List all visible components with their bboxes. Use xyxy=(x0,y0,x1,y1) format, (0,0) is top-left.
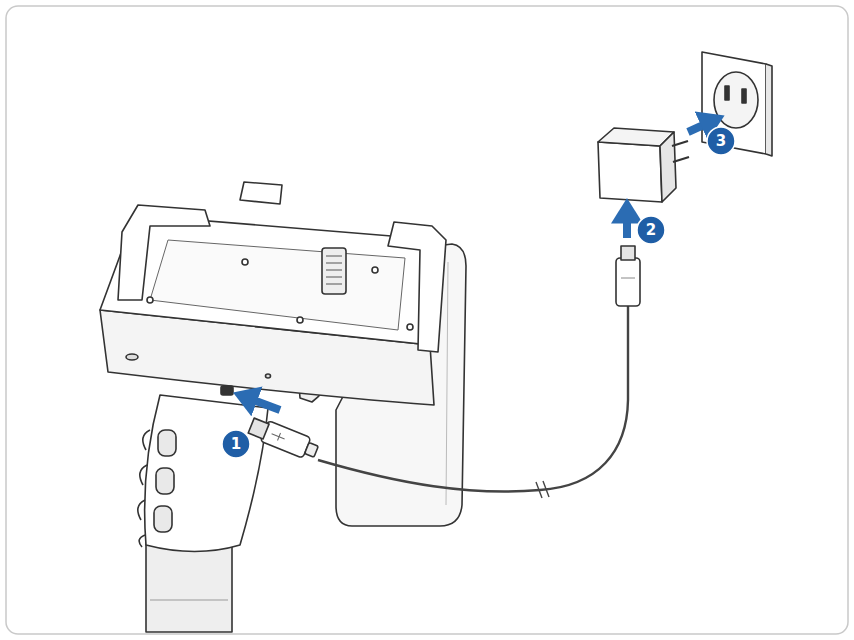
callout-number: 1 xyxy=(231,437,241,452)
callout-number: 3 xyxy=(716,134,726,149)
callout-number: 2 xyxy=(646,223,656,238)
